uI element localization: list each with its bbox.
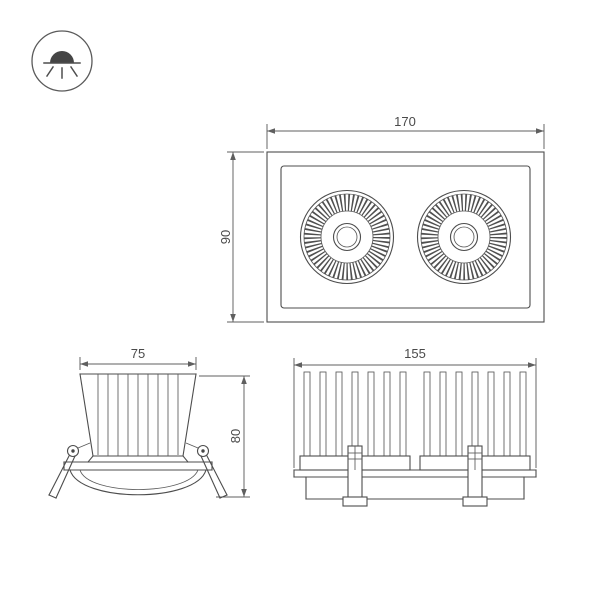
light-rays-icon xyxy=(45,65,79,79)
spring-clip-right xyxy=(185,442,228,499)
dim-label-90: 90 xyxy=(218,230,233,244)
dim-90: 90 xyxy=(218,151,264,323)
dim-label-170: 170 xyxy=(394,114,416,129)
heatsink-side xyxy=(79,373,197,463)
dim-label-80: 80 xyxy=(228,429,243,443)
lamp-left xyxy=(299,189,395,285)
trim-front xyxy=(293,469,537,500)
side-view: 75 80 xyxy=(48,346,250,499)
lamp-dome-icon xyxy=(50,51,74,63)
downlight-icon xyxy=(31,30,93,92)
dim-75: 75 xyxy=(79,346,197,370)
reflector-hatch-ring xyxy=(304,194,390,280)
reflector-hatch-ring xyxy=(421,194,507,280)
dim-label-155: 155 xyxy=(404,346,426,361)
spring-clip-left xyxy=(48,442,91,499)
lamp-right xyxy=(416,189,512,285)
heatsink-fins-side xyxy=(97,374,179,456)
dim-155: 155 xyxy=(293,346,537,468)
top-view-outer-frame xyxy=(266,151,545,323)
dim-170: 170 xyxy=(266,114,545,149)
top-view-inner-frame xyxy=(280,165,531,309)
trim-flange-side xyxy=(63,461,213,471)
dim-label-75: 75 xyxy=(131,346,145,361)
dim-80: 80 xyxy=(199,375,250,498)
icon-circle xyxy=(31,30,93,92)
front-view: 155 xyxy=(293,346,537,507)
mount-bracket-right xyxy=(462,445,488,507)
top-view: 170 90 xyxy=(218,114,545,323)
mount-bracket-left xyxy=(342,445,368,507)
heatsink-fins-front xyxy=(423,371,527,457)
trim-bowl xyxy=(69,469,207,496)
heatsink-fins-front xyxy=(303,371,407,457)
